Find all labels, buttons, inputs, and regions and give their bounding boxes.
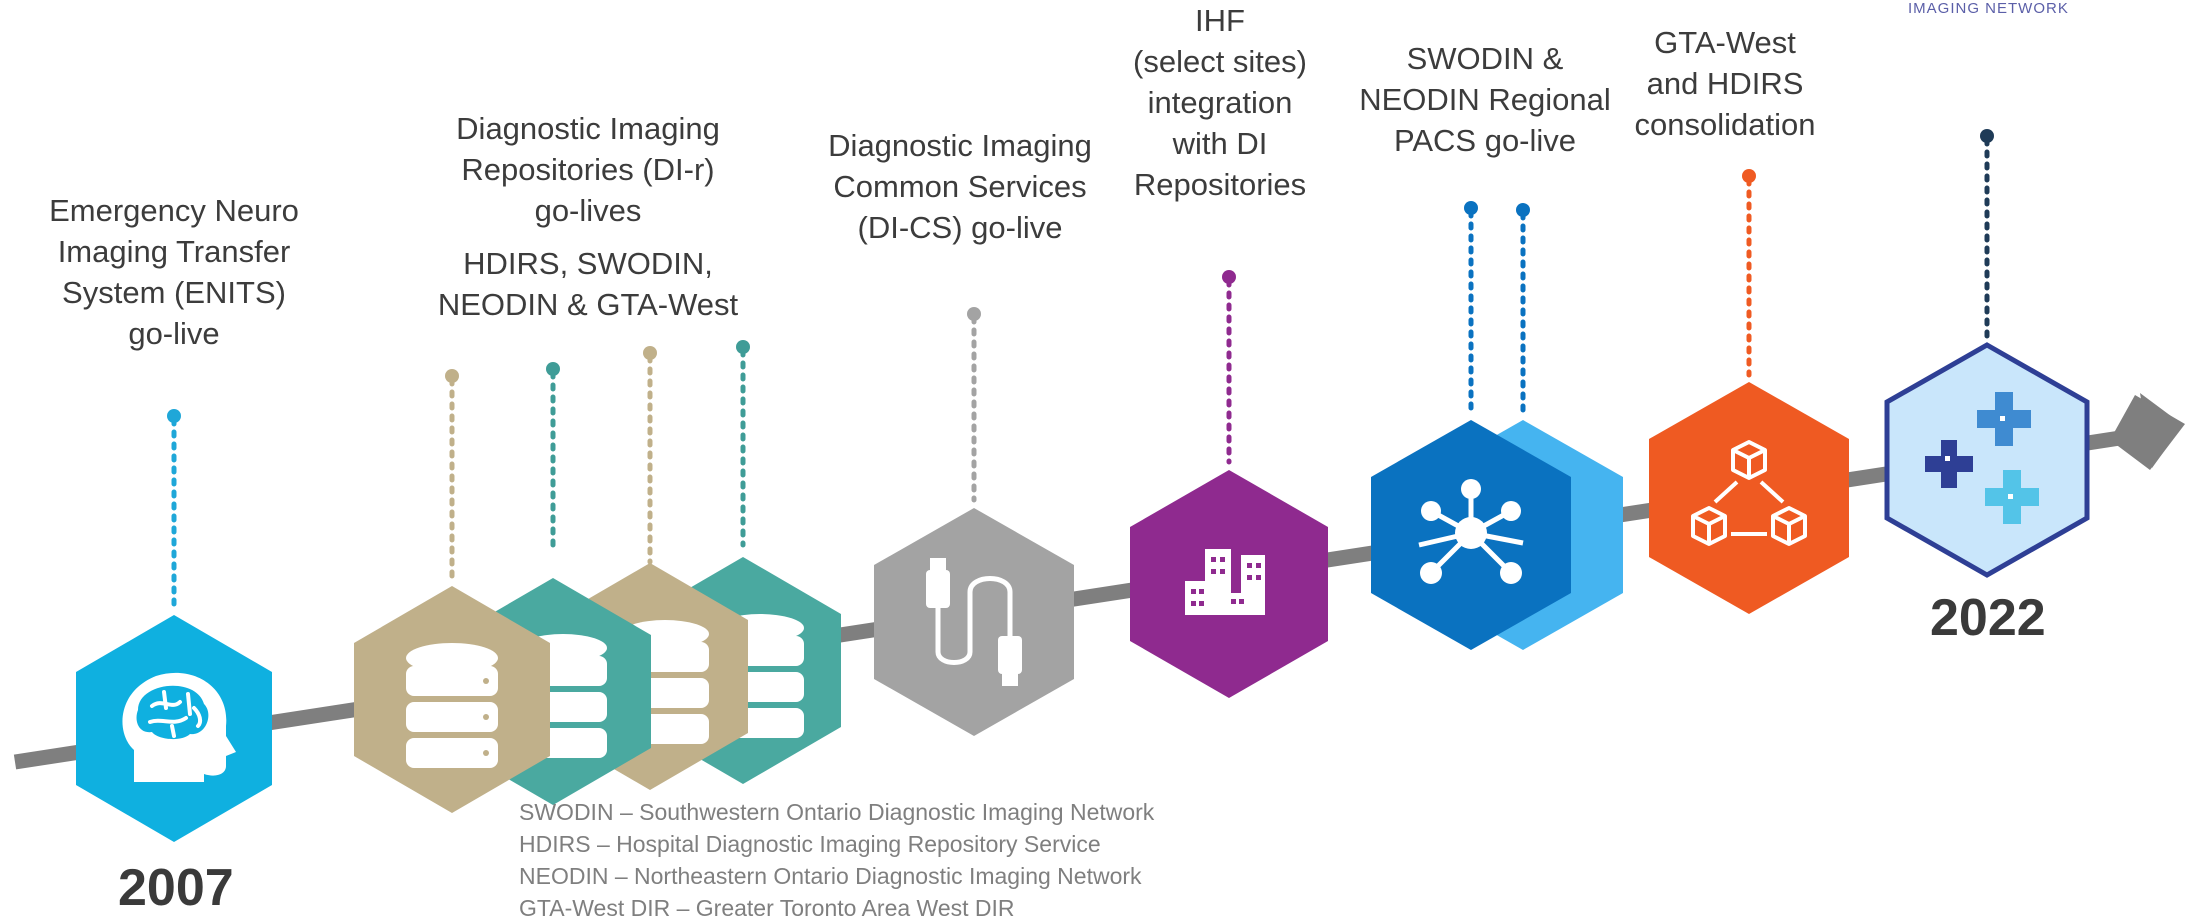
database-icon: [406, 643, 498, 768]
buildings-icon: [1185, 549, 1265, 615]
stem-dir-4: [736, 340, 750, 548]
label-line: Diagnostic Imaging: [828, 128, 1092, 163]
label-line: IHF: [1195, 3, 1245, 38]
cubes-network-icon: [1691, 440, 1807, 546]
stem-dir-2: [546, 362, 560, 548]
label-ihf: IHF (select sites) integration with DI R…: [1100, 0, 1340, 205]
label-line: Diagnostic Imaging: [456, 111, 720, 146]
stem-dir-1: [445, 369, 459, 581]
label-line: NEODIN & GTA-West: [437, 287, 739, 322]
label-line: HDIRS, SWODIN,: [463, 246, 713, 281]
acronym-legend: SWODIN – Southwestern Ontario Diagnostic…: [519, 796, 1154, 924]
label-line: NEODIN Regional: [1359, 82, 1611, 117]
brain-head-icon: [122, 672, 236, 782]
milestone-stems: [167, 129, 1994, 615]
legend-item: NEODIN – Northeastern Ontario Diagnostic…: [519, 863, 1142, 889]
label-line: Emergency Neuro: [49, 193, 299, 228]
label-dir: Diagnostic Imaging Repositories (DI-r) g…: [412, 108, 764, 325]
label-line: consolidation: [1634, 107, 1816, 142]
label-line: Repositories: [1133, 167, 1307, 202]
label-line: (DI-CS) go-live: [857, 210, 1063, 245]
label-pacs: SWODIN & NEODIN Regional PACS go-live: [1340, 38, 1630, 161]
legend-item: SWODIN – Southwestern Ontario Diagnostic…: [519, 799, 1155, 825]
hexagon-pacs: [1371, 420, 1623, 650]
stem-dir-3: [643, 346, 657, 565]
hexagons-dir: [354, 557, 841, 813]
hexagon-future: [1884, 342, 2090, 578]
label-line: PACS go-live: [1393, 123, 1577, 158]
label-line: GTA-West: [1654, 25, 1796, 60]
label-dics: Diagnostic Imaging Common Services (DI-C…: [810, 125, 1110, 248]
hexagon-ihf: [1130, 470, 1328, 698]
label-line: (select sites): [1133, 44, 1307, 79]
label-line: Imaging Transfer: [57, 234, 291, 269]
label-enits: Emergency Neuro Imaging Transfer System …: [24, 190, 324, 354]
label-line: go-live: [128, 316, 220, 351]
legend-item: HDIRS – Hospital Diagnostic Imaging Repo…: [519, 831, 1101, 857]
label-line: SWODIN &: [1406, 41, 1564, 76]
hexagon-dics: [874, 508, 1074, 736]
timeline-arrow: [13, 393, 2185, 770]
stem-pacs-1: [1464, 201, 1478, 418]
stem-ihf: [1222, 270, 1236, 465]
label-line: Repositories (DI-r): [461, 152, 715, 187]
stem-consolidation: [1742, 169, 1756, 378]
label-line: Common Services: [833, 169, 1087, 204]
label-line: System (ENITS): [62, 275, 286, 310]
stem-pacs-2: [1516, 203, 1530, 418]
medical-crosses-icon: [1925, 392, 2039, 524]
network-hub-icon: [1418, 479, 1524, 584]
stem-enits: [167, 409, 181, 615]
hexagon-consolidation: [1649, 382, 1849, 614]
hexagon-enits: [76, 615, 272, 842]
stem-dics: [967, 307, 981, 503]
label-line: go-lives: [534, 193, 642, 228]
year-start: 2007: [118, 859, 234, 917]
label-line: integration: [1147, 85, 1293, 120]
hexagon-dir-1: [354, 586, 550, 813]
year-end: 2022: [1930, 589, 2046, 647]
stem-future: [1980, 129, 1994, 341]
label-consolidation: GTA-West and HDIRS consolidation: [1620, 22, 1830, 145]
legend-item: GTA-West DIR – Greater Toronto Area West…: [519, 895, 1015, 921]
logo-text: IMAGING NETWORK: [1908, 0, 2069, 17]
usb-cable-icon: [926, 558, 1022, 686]
label-line: with DI: [1172, 126, 1268, 161]
label-line: and HDIRS: [1646, 66, 1804, 101]
